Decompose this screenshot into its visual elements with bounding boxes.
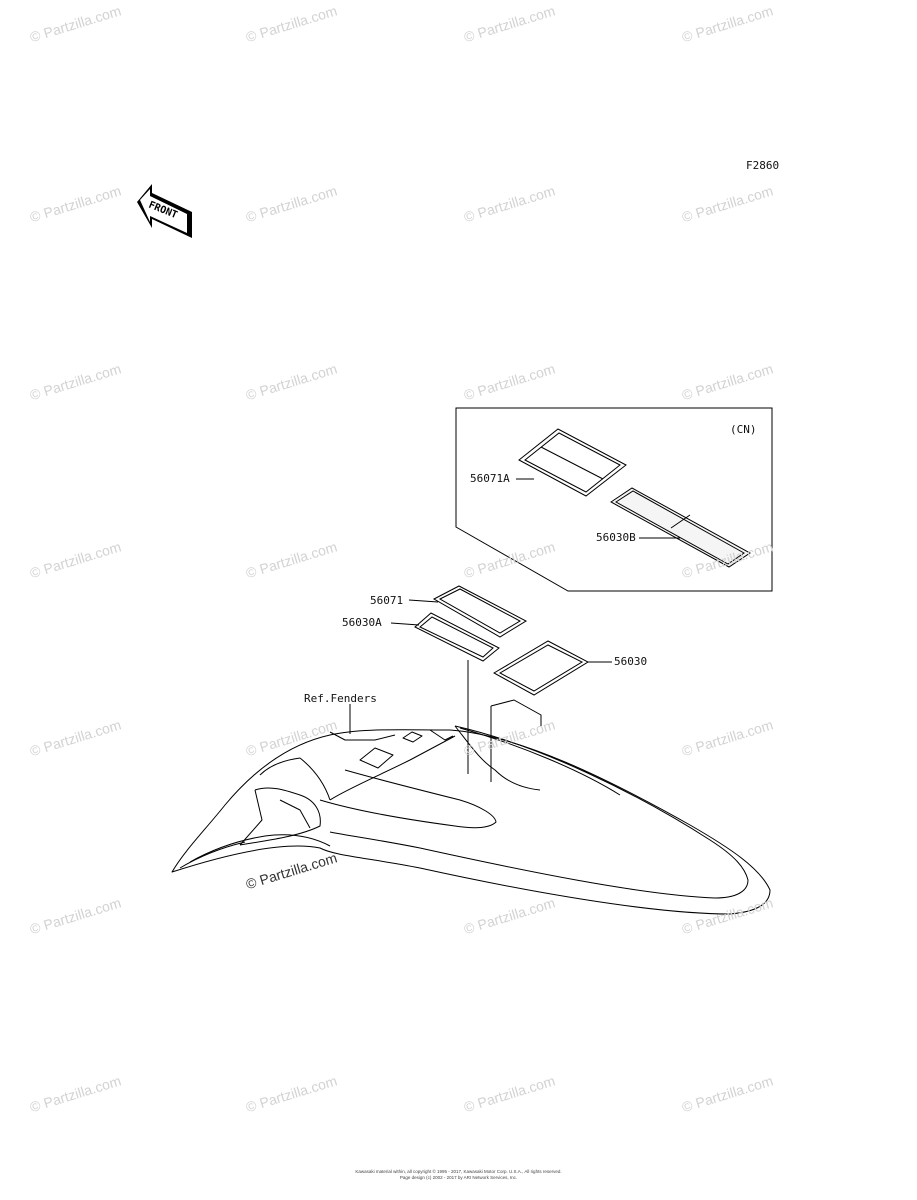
- callout-56071: 56071: [370, 594, 404, 607]
- sticker-56071a: [518, 428, 627, 497]
- diagram-code: F2860: [746, 159, 780, 172]
- sticker-56030: [492, 640, 590, 696]
- front-arrow-icon: FRONT: [137, 184, 192, 238]
- callout-56030b: 56030B: [596, 531, 636, 544]
- region-box-label: (CN): [730, 423, 757, 436]
- callout-56030a: 56030A: [342, 616, 382, 629]
- sticker-56071: [432, 585, 528, 638]
- sticker-56030a: [414, 612, 500, 662]
- leader-lines: [349, 478, 680, 782]
- callout-ref-fenders: Ref.Fenders: [304, 692, 377, 705]
- copyright-footer: Kawasaki material within, all copyright …: [355, 1169, 562, 1174]
- copyright-footer-line2: Page design (c) 2002 - 2017 by ARI Netwo…: [399, 1175, 518, 1180]
- rear-fender: [171, 725, 771, 915]
- region-box: [455, 407, 773, 592]
- callout-56030: 56030: [614, 655, 648, 668]
- callout-56071a: 56071A: [470, 472, 510, 485]
- sticker-56030b: [610, 487, 751, 568]
